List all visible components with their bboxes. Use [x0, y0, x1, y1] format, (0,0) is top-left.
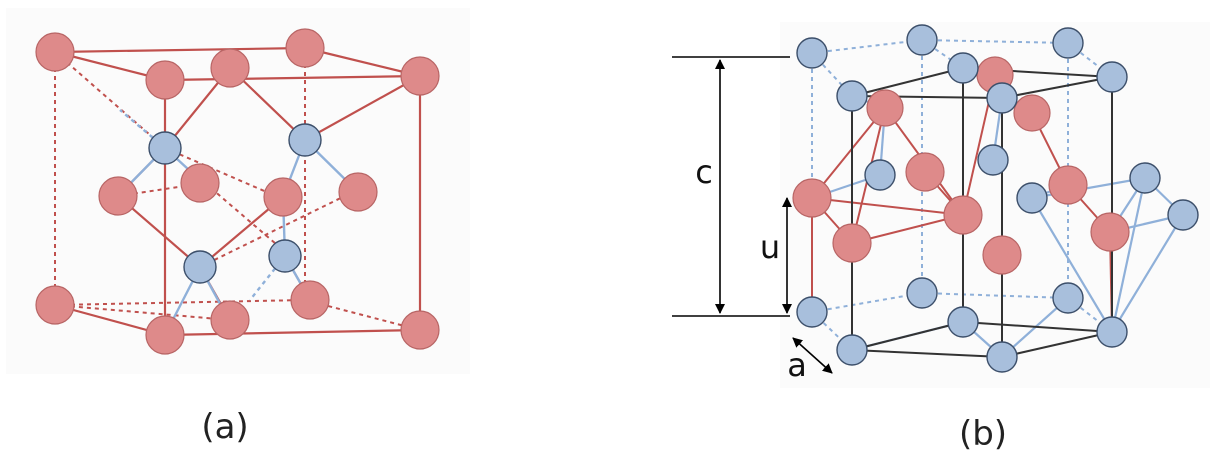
- red-atom: [905, 152, 945, 192]
- red-atom: [1013, 94, 1051, 132]
- blue-atom: [288, 123, 322, 157]
- red-atom: [1090, 212, 1130, 252]
- lattice-c-label: c: [695, 153, 713, 191]
- panel-b-caption: (b): [959, 414, 1007, 454]
- blue-atom: [1052, 282, 1084, 314]
- blue-atom: [836, 334, 868, 366]
- blue-atom: [1096, 316, 1128, 348]
- blue-atom: [1052, 27, 1084, 59]
- red-atom: [943, 195, 983, 235]
- blue-atom: [1167, 199, 1199, 231]
- red-atom: [145, 315, 185, 355]
- red-atom: [35, 32, 75, 72]
- blue-atom: [1096, 61, 1128, 93]
- red-atom: [98, 176, 138, 216]
- blue-atom: [796, 37, 828, 69]
- blue-atom: [183, 250, 217, 284]
- red-atom: [210, 300, 250, 340]
- dimension-lines: [672, 56, 833, 374]
- blue-atoms-b: [796, 24, 1199, 373]
- blue-atom: [796, 296, 828, 328]
- wurtzite-unit-cell-diagram: c u a: [672, 22, 1210, 388]
- red-atom: [35, 285, 75, 325]
- panel-a-caption: (a): [201, 407, 248, 447]
- blue-atom: [1129, 162, 1161, 194]
- red-atoms-b: [792, 56, 1130, 275]
- blue-atom: [947, 306, 979, 338]
- blue-atoms: [148, 123, 322, 284]
- red-atom: [1048, 165, 1088, 205]
- red-atom: [832, 223, 872, 263]
- blue-atom: [864, 159, 896, 191]
- red-atoms: [35, 28, 440, 355]
- red-atom: [792, 178, 832, 218]
- red-atom: [263, 177, 303, 217]
- blue-atom: [1016, 182, 1048, 214]
- blue-atom: [986, 82, 1018, 114]
- red-atom: [180, 163, 220, 203]
- blue-atom: [268, 239, 302, 273]
- red-atom: [982, 235, 1022, 275]
- red-atom: [866, 89, 904, 127]
- internal-u-label: u: [760, 228, 780, 266]
- zincblende-unit-cell-diagram: [6, 8, 470, 374]
- unit-cell-edges: [851, 67, 1113, 358]
- blue-atom: [977, 144, 1009, 176]
- blue-atom: [906, 277, 938, 309]
- red-atom: [400, 310, 440, 350]
- red-atom: [210, 48, 250, 88]
- red-atom: [338, 172, 378, 212]
- red-atom: [290, 280, 330, 320]
- red-atom: [400, 56, 440, 96]
- blue-atom: [836, 80, 868, 112]
- a-arrow: [792, 337, 833, 374]
- red-atom: [285, 28, 325, 68]
- lattice-a-label: a: [787, 346, 807, 384]
- blue-atom: [148, 131, 182, 165]
- red-atom: [145, 60, 185, 100]
- blue-atom: [986, 341, 1018, 373]
- blue-atom: [947, 52, 979, 84]
- blue-atom: [906, 24, 938, 56]
